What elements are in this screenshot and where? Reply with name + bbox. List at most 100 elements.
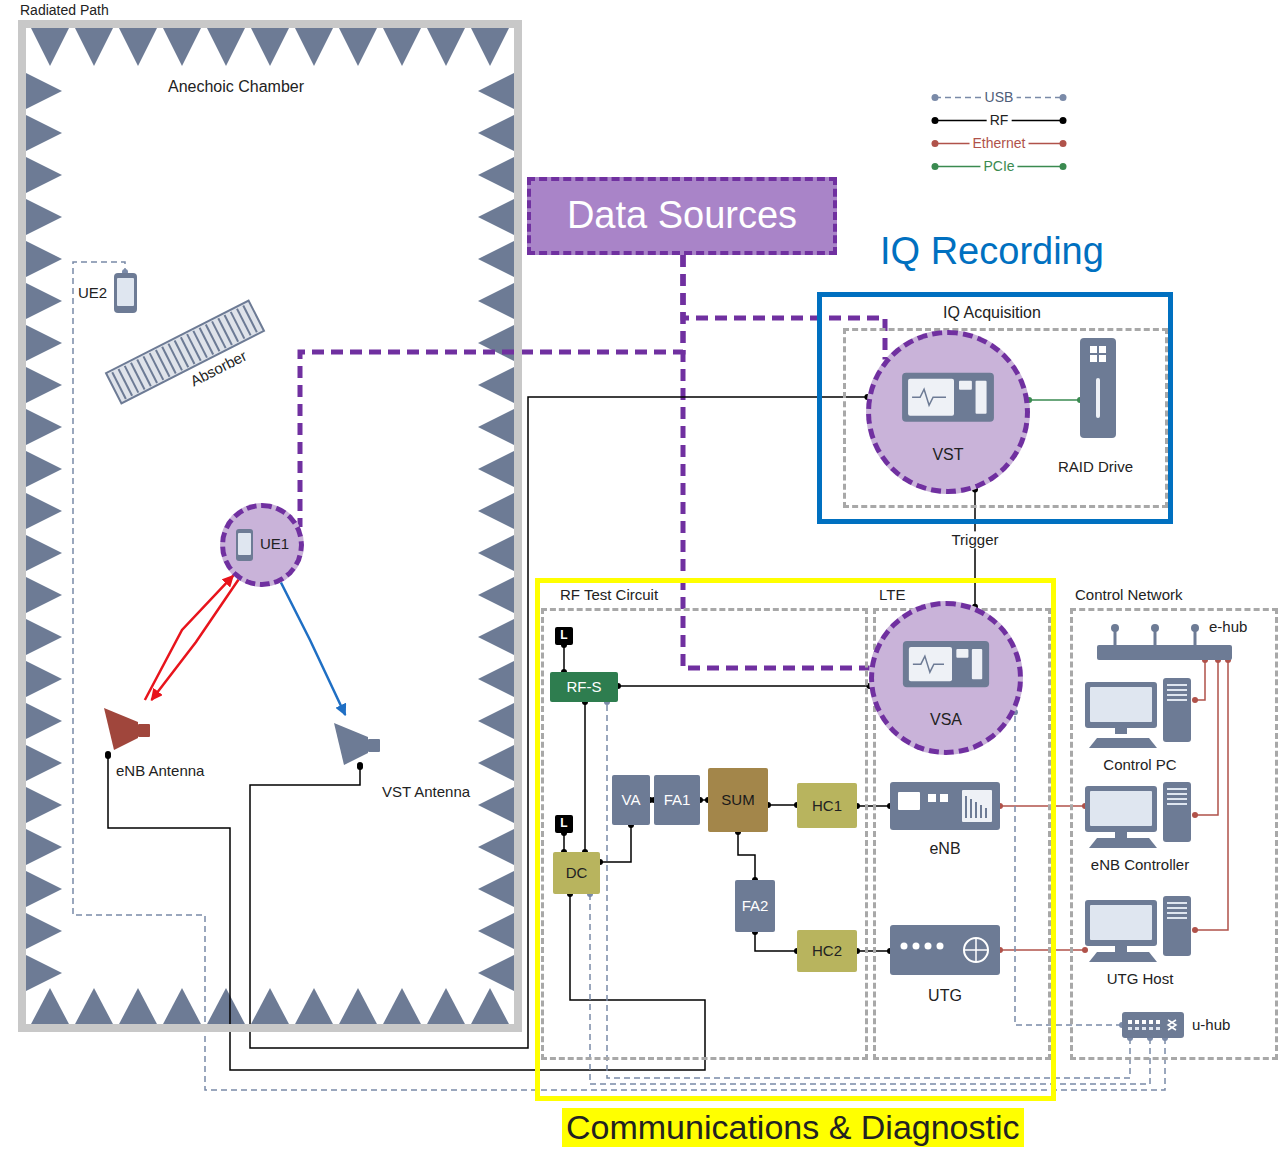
horn-antenna-icon [330,715,385,767]
absorber-cone [478,660,516,698]
usb-cable [73,262,1165,1090]
coupler-box: HC2 [797,930,857,972]
horn-antenna: eNB Antenna [100,700,160,756]
connector-dot [1192,697,1198,703]
ethernet-hub: e-hub [1097,645,1232,660]
instrument-circle: VST [866,330,1030,494]
anechoic-chamber: UE2AbsorberUE1eNB AntennaVST AntennaRadi… [18,20,522,1032]
absorber-cone [478,156,516,194]
legend-text: PCIe [980,158,1017,174]
absorber-cone [382,26,422,66]
absorber-cone [24,324,62,362]
absorber-cone [294,988,334,1026]
callout-box: Data Sources [527,177,837,255]
rf-cable [563,645,565,672]
group-box: LRF-SLDCVAFA1SUMFA2HC1HC2RF Test Circuit… [535,578,1056,1101]
node-label: Communications & Diagnostic [562,1108,1024,1147]
node-label: IQ Acquisition [943,304,1041,322]
legend-text: USB [982,89,1017,105]
absorber-cone [30,26,70,66]
rf-cable [250,397,867,1048]
connector-dot [1082,947,1088,953]
legend: USBRFEthernetPCIe [930,86,1070,178]
node-label: u-hub [1192,1016,1230,1033]
absorber-cone [24,702,62,740]
node-label: IQ Recording [880,230,1104,274]
absorber-cone [478,492,516,530]
node-label: DC [566,864,588,881]
absorber-cone [478,282,516,320]
node-label: VST Antenna [382,783,470,800]
absorber-cone [206,988,246,1026]
node-label: eNB Controller [1091,856,1189,873]
rf-cable [584,702,586,852]
load-terminator: L [555,627,573,645]
rf-cable [755,932,797,951]
absorber-cone [118,988,158,1026]
absorber-cone [74,26,114,66]
absorber-cone [162,26,202,66]
usb-hub-icon [1122,1012,1184,1038]
node-label: LTE [879,586,905,603]
pcie-link [1029,399,1080,401]
group-box: LRF-SLDCVAFA1SUMFA2HC1HC2RF Test Circuit [541,608,868,1060]
absorber-cone [24,954,62,992]
horn-antenna-icon [100,700,160,756]
ethernet-cable [1195,660,1228,930]
absorber-cone [74,988,114,1026]
absorber-cone [478,114,516,152]
node-label: HC1 [812,797,842,814]
absorber-cone [24,240,62,278]
rf-cable [768,804,797,806]
absorber-cone [24,660,62,698]
absorber-cone [478,450,516,488]
ethernet-cable [1195,660,1218,815]
absorber-cone [470,988,510,1026]
group-box: VSTRAID DriveIQ AcquisitionIQ Recording [817,292,1173,524]
absorber-cone [478,744,516,782]
absorber-cone [426,26,466,66]
raid-drive-icon [1080,338,1116,438]
node-label: UTG [928,987,962,1005]
usb-hub: u-hub [1122,1012,1184,1038]
legend-row: USB [930,86,1070,109]
node-label: VSA [930,711,962,729]
node-label: FA1 [664,791,691,808]
absorber-cone [478,576,516,614]
absorber-cone [24,534,62,572]
rf-cable [108,756,705,1070]
node-label: e-hub [1209,618,1247,635]
rf-cable [618,685,869,687]
group-box: VSAeNBUTGLTE [873,608,1051,1060]
attenuator-box: FA2 [735,880,775,932]
node-label: FA2 [742,897,769,914]
legend-row: Ethernet [930,132,1070,155]
rf-switch: RF-S [550,672,618,702]
traffic-generator: UTG [890,925,1000,975]
region-heading: Radiated Path [20,2,109,18]
radio-link-arrow [281,582,345,715]
attenuator-box: FA1 [654,775,700,825]
node-label: RAID Drive [1058,458,1133,475]
data-source-link [683,255,885,360]
absorber-cone [24,450,62,488]
node-label: L [560,817,567,831]
node-label: eNB Antenna [116,762,204,779]
base-station: eNB [890,782,1000,830]
rf-cable [738,832,755,880]
node-label: RF-S [567,678,602,695]
node-label: RF Test Circuit [560,586,658,603]
absorber-cone [118,26,158,66]
absorber-cone [382,988,422,1026]
absorber-cone [426,988,466,1026]
absorber-cone [478,366,516,404]
node-label: SUM [721,791,754,808]
absorber-cone [250,988,290,1026]
legend-row: PCIe [930,155,1070,178]
absorber-cone [478,240,516,278]
coupler-box: DC [553,852,600,894]
absorber-cone [24,576,62,614]
absorber-cone [478,618,516,656]
absorber-cone [24,156,62,194]
instrument-circle-icon [866,330,1030,494]
